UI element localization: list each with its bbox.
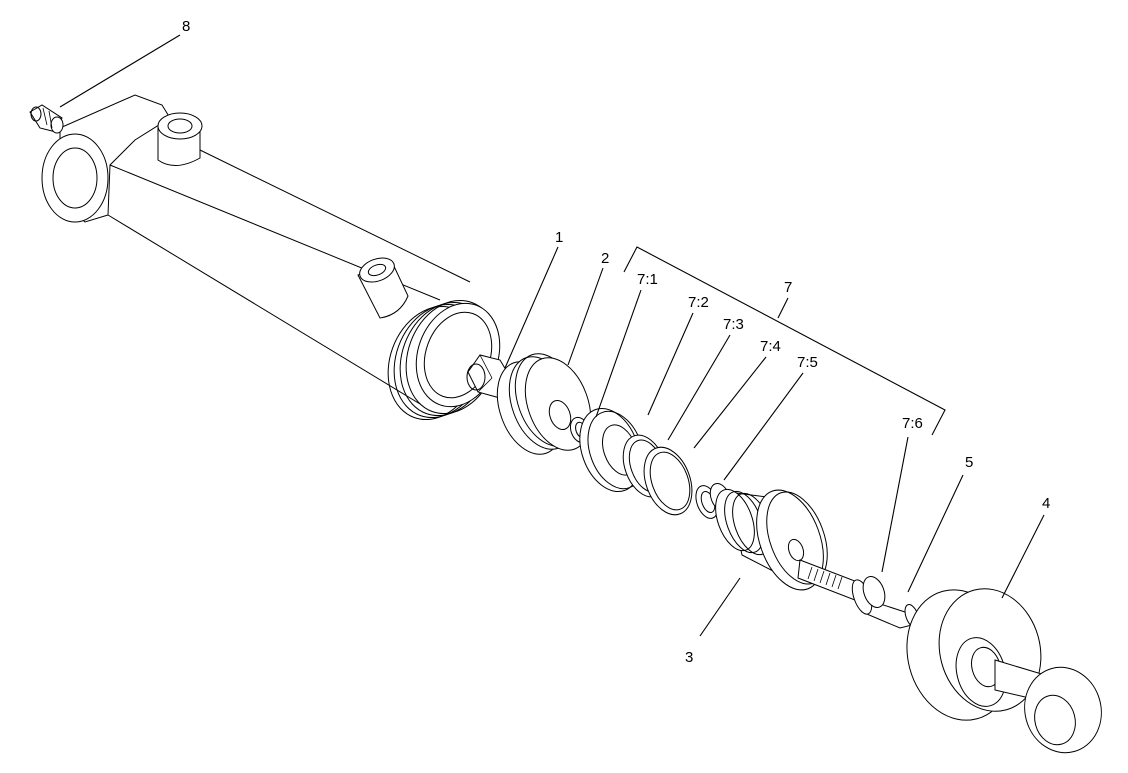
leader-7-1 <box>595 289 642 418</box>
callout-7-1: 7:1 <box>637 271 658 288</box>
rod-end-eye <box>906 588 1102 754</box>
callout-3: 3 <box>685 649 693 666</box>
group-7-bracket <box>623 246 946 436</box>
leader-5 <box>907 474 964 593</box>
leader-7-4 <box>693 356 767 449</box>
callout-7-3: 7:3 <box>723 316 744 333</box>
leader-7-2 <box>647 312 694 416</box>
callout-7-5: 7:5 <box>797 354 818 371</box>
cylinder-barrel <box>41 94 501 421</box>
callout-8: 8 <box>182 18 190 35</box>
callout-1: 1 <box>555 229 563 246</box>
leader-3 <box>699 577 741 637</box>
leader-2 <box>567 267 604 366</box>
callout-2: 2 <box>601 250 609 267</box>
callout-4: 4 <box>1042 495 1050 512</box>
callout-5: 5 <box>965 454 973 471</box>
callout-labels: 8 1 2 7:1 7 7:2 7:3 7:4 7:5 7:6 5 4 3 <box>182 18 1050 666</box>
callout-7-2: 7:2 <box>688 294 709 311</box>
piston-rod <box>797 559 921 629</box>
callout-7-6: 7:6 <box>902 415 923 432</box>
grease-fitting <box>29 104 64 134</box>
backup-ring <box>643 446 693 516</box>
leader-8 <box>59 34 181 108</box>
leader-lines <box>59 34 1045 637</box>
leader-7-3 <box>667 334 731 441</box>
leader-7-5 <box>723 372 804 481</box>
callout-7: 7 <box>784 279 792 296</box>
leader-7-6 <box>881 436 909 573</box>
callout-7-4: 7:4 <box>760 338 781 355</box>
leader-1 <box>504 246 559 369</box>
leader-4 <box>1001 514 1045 599</box>
leader-7 <box>777 297 789 319</box>
